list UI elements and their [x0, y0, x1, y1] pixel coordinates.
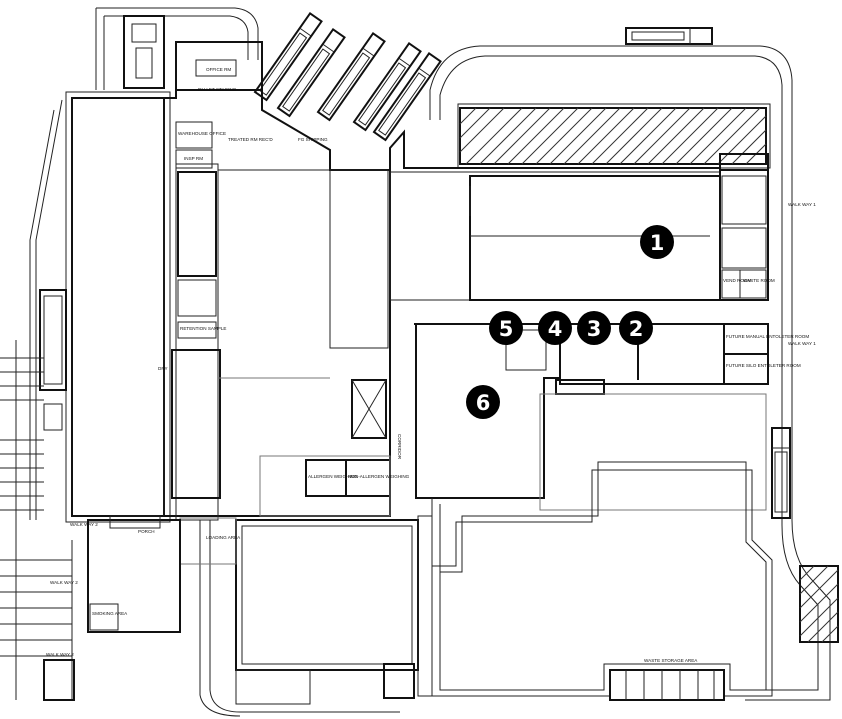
label-retention-sample: RETENTION SAMPLE — [180, 326, 226, 331]
northwest-structures — [95, 8, 263, 91]
label-allergen-weighing: ALLERGEN WEIGHING — [308, 474, 358, 479]
truck-icon — [372, 51, 442, 142]
marker-1: 1 — [640, 225, 674, 259]
label-walk-way-2: WALK WAY 2 — [50, 580, 78, 585]
label-dry: DRY — [158, 366, 168, 371]
label-smoking-area: SMOKING AREA — [92, 611, 128, 616]
label-walk-way-2: WALK WAY 2 — [46, 652, 74, 657]
label-waste-storage-area: WASTE STORAGE AREA — [644, 658, 698, 663]
south-east-outline — [431, 461, 773, 701]
marker-6: 6 — [466, 385, 500, 419]
truck-icon — [276, 27, 346, 118]
label-fg-shipping: FG SHIPPING — [298, 137, 328, 142]
marker-2: 2 — [619, 311, 653, 345]
svg-text:4: 4 — [548, 317, 563, 341]
room-labels: OFFICE RM PALLET STAGING TREATED RM REC'… — [92, 67, 809, 663]
truck-icon — [625, 27, 713, 45]
label-corridor: CORRIDOR — [397, 434, 402, 460]
process-rooms — [414, 323, 769, 511]
label-treated-rm-recd: TREATED RM REC'D — [228, 137, 273, 142]
svg-text:3: 3 — [587, 317, 602, 341]
svg-text:1: 1 — [650, 231, 665, 255]
svg-text:2: 2 — [629, 317, 644, 341]
label-non-allergen-weighing: NON-ALLERGEN WEIGHING — [348, 474, 410, 479]
central-block — [164, 44, 769, 521]
label-future-silo-entoleter-room: FUTURE SILO ENTOLETER ROOM — [726, 363, 801, 368]
label-future-manual-entoleter-room: FUTURE MANUAL ENTOLETER ROOM — [726, 334, 809, 339]
label-walk-way-1: WALK WAY 1 — [788, 202, 816, 207]
west-warehouse — [65, 91, 171, 523]
marker-3: 3 — [577, 311, 611, 345]
truck-icon — [316, 31, 386, 122]
svg-text:5: 5 — [499, 317, 514, 341]
marker-4: 4 — [538, 311, 572, 345]
site-perimeter — [96, 7, 831, 717]
label-warehouse-office: WAREHOUSE OFFICE — [178, 131, 226, 136]
label-porch: PORCH — [138, 529, 155, 534]
truck-icon — [253, 11, 323, 102]
label-walk-way-2: WALK WAY 2 — [70, 522, 98, 527]
label-loading-area: LOADING AREA — [206, 535, 241, 540]
production-hall — [389, 169, 769, 301]
svg-text:6: 6 — [476, 391, 491, 415]
hatched-canopy — [457, 103, 771, 169]
walkway-labels: WALK WAY 1 WALK WAY 1 WALK WAY 2 WALK WA… — [46, 202, 816, 657]
label-insp-rm: INSP RM — [184, 156, 203, 161]
south-building — [43, 515, 433, 705]
label-vend-room: VEND ROOM — [723, 278, 752, 283]
label-waste-room: WASTE ROOM — [743, 278, 775, 283]
hatched-area-southeast — [799, 565, 839, 643]
label-pallet-staging: PALLET STAGING — [198, 87, 237, 92]
truck-icon — [771, 427, 791, 519]
truck-icon — [352, 41, 422, 132]
label-walk-way-1: WALK WAY 1 — [788, 341, 816, 346]
marker-5: 5 — [489, 311, 523, 345]
label-office-rm: OFFICE RM — [206, 67, 231, 72]
west-walkway-area — [0, 99, 73, 700]
